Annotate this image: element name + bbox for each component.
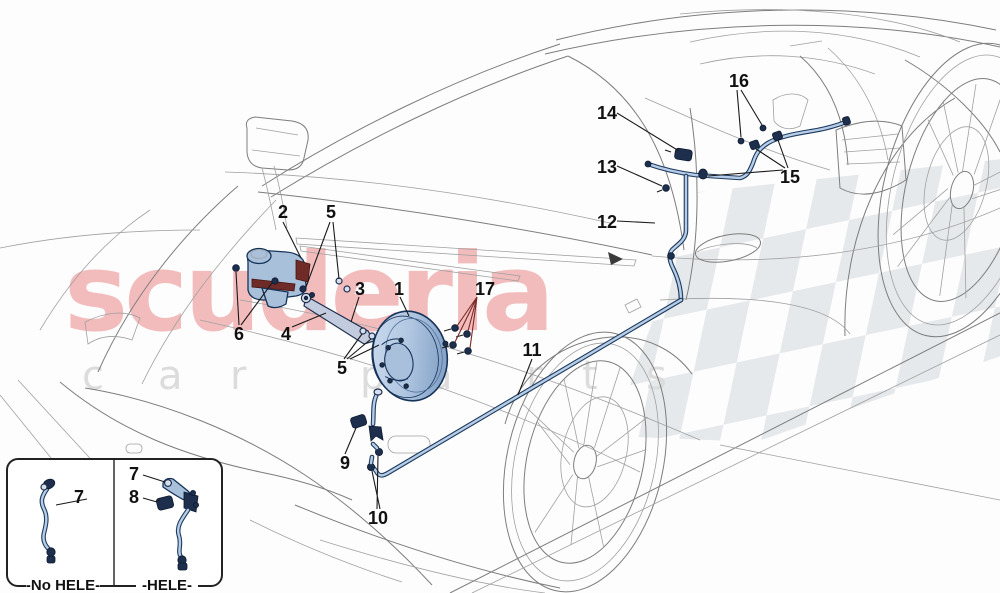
washer-5 <box>343 285 351 293</box>
variant-caption-hele: -HELE- <box>142 577 192 593</box>
callout-10[interactable]: 10 <box>368 508 388 528</box>
callout-13[interactable]: 13 <box>597 157 617 177</box>
callout-1[interactable]: 1 <box>394 279 404 299</box>
callout-17[interactable]: 17 <box>475 279 495 299</box>
watermark-letter: r <box>230 353 247 399</box>
bolt-16a <box>737 137 745 145</box>
pipe-clamp <box>698 168 708 180</box>
variant-inset-box: 7 7 8 -No HELE- -HELE- <box>6 458 223 593</box>
brake-servo <box>371 310 449 402</box>
variant-caption-no-hele: -No HELE- <box>26 577 100 593</box>
servo-linkage <box>350 388 384 471</box>
car-outline-art <box>0 9 1000 593</box>
callout-2[interactable]: 2 <box>278 202 288 222</box>
hose-hele <box>155 477 199 571</box>
callout-6[interactable]: 6 <box>234 324 244 344</box>
watermark-letter: a <box>158 353 183 399</box>
callout-9[interactable]: 9 <box>340 453 350 473</box>
clip-15a <box>749 139 760 150</box>
bolt-6 <box>232 264 240 272</box>
parts-layer <box>232 116 851 478</box>
clamp-9 <box>350 414 368 429</box>
watermark-letter: c <box>82 353 104 399</box>
hose-no-hele <box>39 478 56 564</box>
callout-7-no-hele[interactable]: 7 <box>74 487 84 507</box>
callout-16[interactable]: 16 <box>729 71 749 91</box>
servo-pushrod <box>299 277 384 346</box>
servo-mounting-bolts <box>441 324 472 355</box>
callout-4[interactable]: 4 <box>281 324 291 344</box>
bolt-16b <box>759 124 767 132</box>
callout-15[interactable]: 15 <box>780 167 800 187</box>
callout-3[interactable]: 3 <box>355 279 365 299</box>
clip-15b <box>772 130 783 141</box>
callout-14[interactable]: 14 <box>597 103 617 123</box>
callout-7-hele[interactable]: 7 <box>129 464 139 484</box>
pipe-end-cap <box>842 116 851 126</box>
bolt-13 <box>662 184 670 192</box>
callout-5b[interactable]: 5 <box>337 358 347 378</box>
checkered-flag-watermark <box>612 159 1000 442</box>
watermark-letter: t <box>582 353 598 399</box>
brake-fluid-reservoir <box>232 247 311 309</box>
leader-lines <box>235 89 789 510</box>
washer-5 <box>359 327 367 335</box>
callout-8-hele[interactable]: 8 <box>129 487 139 507</box>
callout-12[interactable]: 12 <box>597 212 617 232</box>
callout-labels: 1 2 3 4 5 5 6 9 10 11 12 13 14 15 16 17 <box>234 71 800 528</box>
callout-5[interactable]: 5 <box>326 202 336 222</box>
callout-11[interactable]: 11 <box>522 340 541 360</box>
clamp-14 <box>674 147 693 162</box>
